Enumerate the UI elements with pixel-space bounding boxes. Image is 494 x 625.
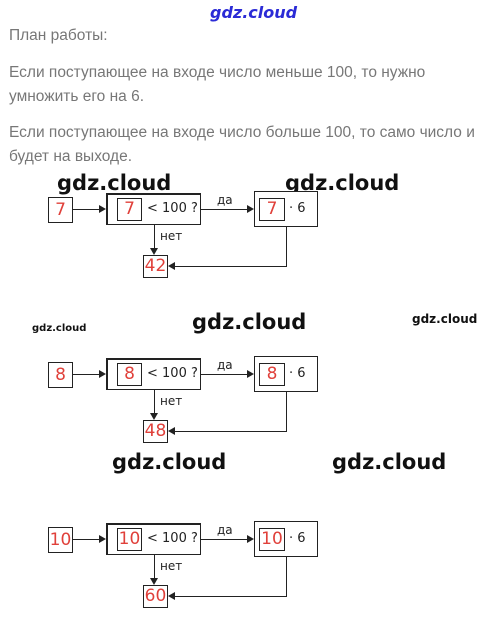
flowchart-1: 7 7 < 100 ? да 7 · 6 нет 42 xyxy=(0,190,494,290)
condition-label: < 100 ? xyxy=(147,531,198,546)
watermark: gdz.cloud xyxy=(332,450,447,474)
input-number: 8 xyxy=(48,362,73,388)
yes-label: да xyxy=(217,523,233,537)
rule-less-than-100: Если поступающее на входе число меньше 1… xyxy=(9,64,426,105)
output-number: 48 xyxy=(143,420,168,443)
watermark: gdz.cloud xyxy=(57,171,172,195)
yes-label: да xyxy=(217,193,233,207)
multiply-number: 10 xyxy=(259,528,285,551)
condition-label: < 100 ? xyxy=(147,366,198,381)
yes-label: да xyxy=(217,358,233,372)
no-label: нет xyxy=(160,394,183,408)
watermark: gdz.cloud xyxy=(192,310,307,334)
input-number: 10 xyxy=(48,527,73,553)
watermark-top: gdz.cloud xyxy=(210,3,298,22)
condition-number: 10 xyxy=(117,528,142,551)
multiply-label: · 6 xyxy=(289,366,306,381)
multiply-label: · 6 xyxy=(289,531,306,546)
watermark: gdz.cloud xyxy=(112,450,227,474)
watermark: gdz.cloud xyxy=(32,323,87,334)
multiply-number: 8 xyxy=(259,363,285,386)
output-number: 60 xyxy=(143,585,168,608)
multiply-number: 7 xyxy=(259,198,285,221)
no-label: нет xyxy=(160,559,183,573)
condition-number: 8 xyxy=(117,363,142,386)
rule-greater-than-100: Если поступающее на входе число больше 1… xyxy=(9,124,475,165)
condition-label: < 100 ? xyxy=(147,201,198,216)
input-number: 7 xyxy=(48,197,73,223)
output-number: 42 xyxy=(143,255,168,278)
multiply-block xyxy=(254,521,318,557)
watermark: gdz.cloud xyxy=(412,312,478,326)
plan-heading: План работы: xyxy=(9,27,108,44)
flowchart-2: 8 8 < 100 ? да 8 · 6 нет 48 xyxy=(0,355,494,455)
multiply-label: · 6 xyxy=(289,201,306,216)
no-label: нет xyxy=(160,229,183,243)
condition-number: 7 xyxy=(117,198,142,221)
flowchart-3: 10 10 < 100 ? да 10 · 6 нет 60 xyxy=(0,520,494,620)
